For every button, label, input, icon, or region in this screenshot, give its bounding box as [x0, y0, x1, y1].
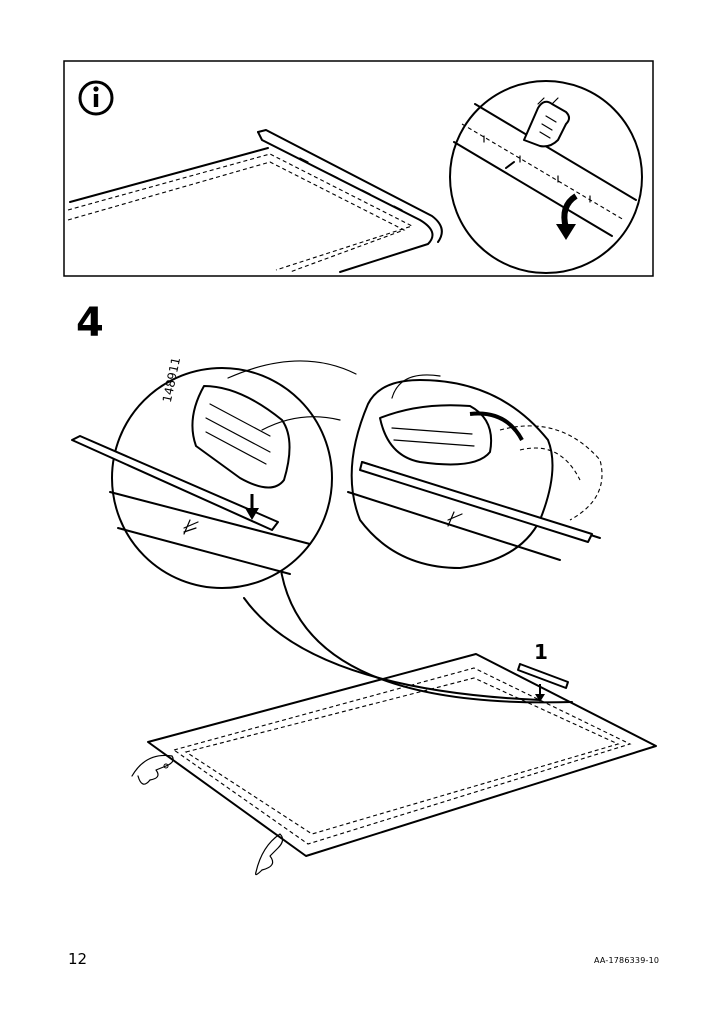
bottom-hand-icon [255, 833, 284, 876]
mat-corner-illustration [67, 129, 443, 273]
info-icon [78, 80, 114, 116]
page-number: 12 [68, 950, 88, 968]
left-hand-icon [131, 754, 174, 785]
mat-illustration [147, 653, 657, 857]
strip-part [517, 663, 569, 702]
curved-arrow-icon [556, 193, 578, 240]
detail-circle-left [71, 360, 357, 589]
pointing-hand-icon [523, 97, 570, 148]
callout-label: 1 [534, 640, 548, 664]
detail-circle-right [347, 374, 603, 569]
document-code: AA-1786339-10 [594, 956, 660, 965]
step-number: 4 [76, 300, 104, 346]
magnified-detail [449, 80, 643, 274]
